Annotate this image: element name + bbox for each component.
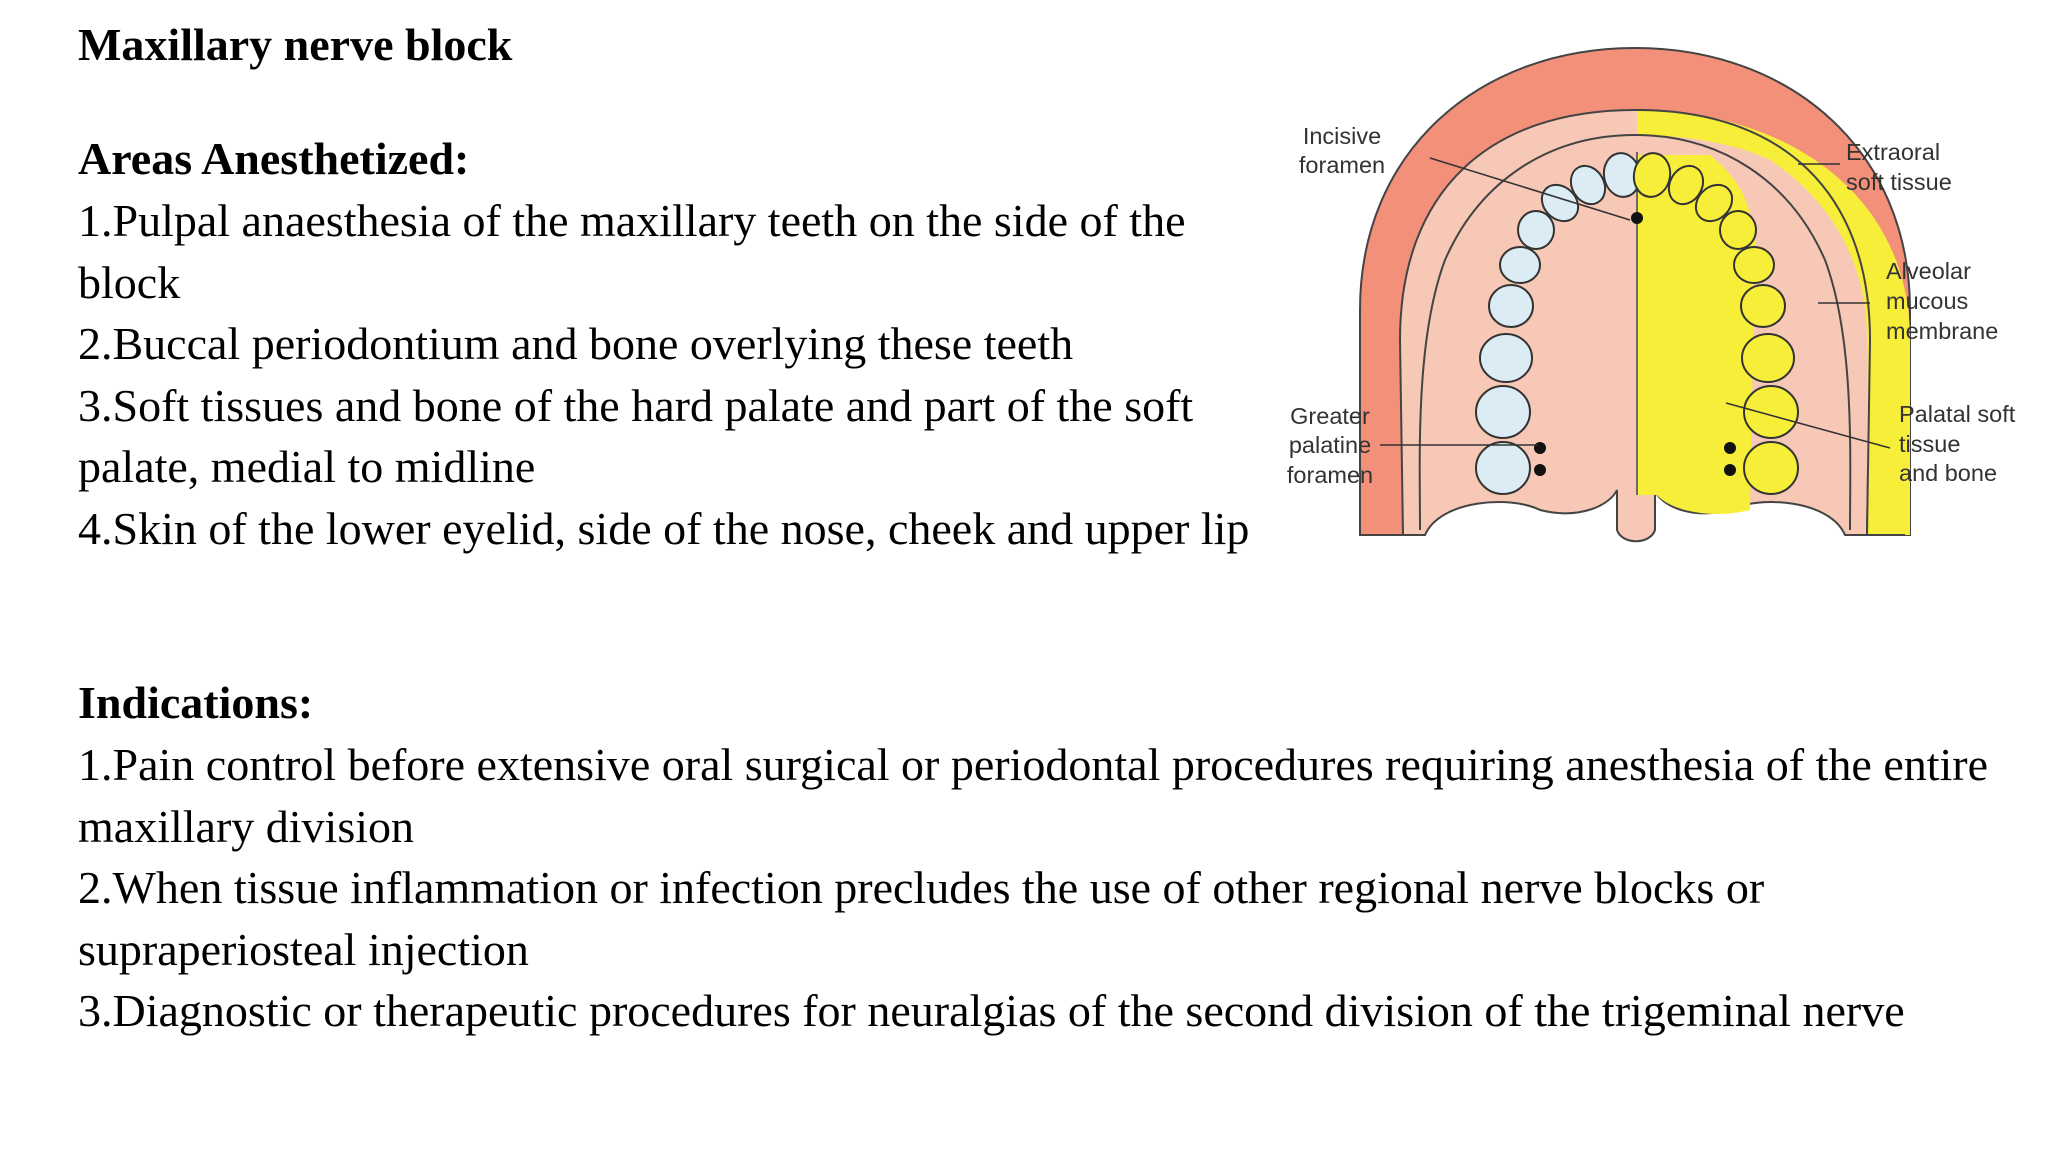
areas-item-4: 4.Skin of the lower eyelid, side of the … [78, 502, 1250, 554]
label-extraoral-2: soft tissue [1846, 169, 1952, 195]
areas-anesthetized-section: Areas Anesthetized: 1.Pulpal anaesthesia… [78, 128, 1268, 559]
label-palatal-1: Palatal soft [1899, 401, 2016, 427]
maxilla-diagram-svg: Incisive foramen Extraoral soft tissue A… [1287, 46, 2016, 543]
label-extraoral-1: Extraoral [1846, 139, 1940, 165]
areas-item-3: 3.Soft tissues and bone of the hard pala… [78, 379, 1194, 493]
label-palatal-3: and bone [1899, 460, 1997, 486]
right-teeth [1632, 152, 1799, 495]
label-alveolar-3: membrane [1886, 318, 1998, 344]
page-title: Maxillary nerve block [78, 19, 513, 70]
label-alveolar-2: mucous [1886, 288, 1968, 314]
indications-item-3: 3.Diagnostic or therapeutic procedures f… [78, 985, 1905, 1036]
label-greater-2: palatine [1289, 432, 1371, 458]
incisive-leader [1429, 157, 1631, 221]
label-greater-1: Greater [1290, 403, 1370, 429]
anesthetized-region [1637, 110, 1910, 535]
indications-section: Indications: 1.Pain control before exten… [78, 672, 2008, 1042]
alveolar-line [1418, 133, 1852, 531]
indications-item-1: 1.Pain control before extensive oral sur… [78, 739, 1989, 852]
label-incisive-1: Incisive [1303, 123, 1381, 149]
left-teeth [1475, 152, 1642, 495]
areas-item-1: 1.Pulpal anaesthesia of the maxillary te… [78, 195, 1186, 308]
label-palatal-2: tissue [1899, 431, 1960, 457]
maxilla-diagram: Incisive foramen Extraoral soft tissue A… [1270, 40, 2040, 560]
label-incisive-2: foramen [1299, 152, 1385, 178]
palatal-leader [1725, 402, 1891, 449]
areas-heading: Areas Anesthetized: [78, 133, 470, 184]
indications-heading: Indications: [78, 677, 314, 728]
areas-item-2: 2.Buccal periodontium and bone overlying… [78, 318, 1074, 369]
indications-item-2: 2.When tissue inflammation or infection … [78, 862, 1765, 975]
label-alveolar-1: Alveolar [1886, 258, 1971, 284]
label-greater-3: foramen [1287, 462, 1373, 488]
